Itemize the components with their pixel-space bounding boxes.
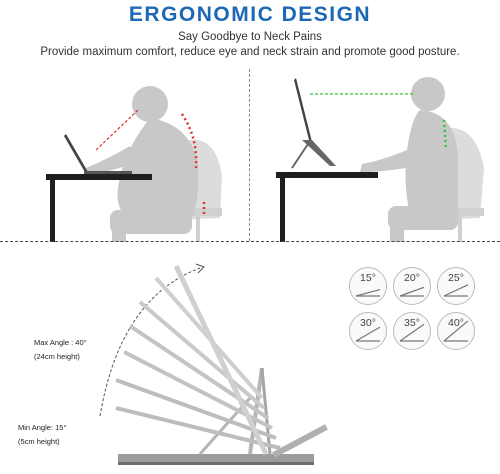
min-height-label: (5cm height) xyxy=(18,437,60,446)
stand-angles-illustration xyxy=(99,263,328,465)
angle-badge-label: 40° xyxy=(448,317,464,329)
angle-badge-25: 25° xyxy=(437,267,475,305)
angle-badge-label: 30° xyxy=(360,317,376,329)
angle-badge-label: 25° xyxy=(448,272,464,284)
angle-badge-15: 15° xyxy=(349,267,387,305)
angle-badge-40: 40° xyxy=(437,312,475,350)
angle-badge-label: 20° xyxy=(404,272,420,284)
section-divider xyxy=(0,241,500,242)
page-title: ERGONOMIC DESIGN xyxy=(128,3,372,26)
good-posture-illustration xyxy=(276,77,484,242)
angle-badge-35: 35° xyxy=(393,312,431,350)
max-angle-label: Max Angle : 40° xyxy=(34,338,87,347)
max-height-label: (24cm height) xyxy=(34,352,80,361)
angle-badge-20: 20° xyxy=(393,267,431,305)
angle-badge-label: 35° xyxy=(404,317,420,329)
subtitle-posture: Provide maximum comfort, reduce eye and … xyxy=(40,46,460,58)
min-angle-label: Min Angle: 15° xyxy=(18,423,67,432)
angle-badge-30: 30° xyxy=(349,312,387,350)
angle-badge-label: 15° xyxy=(360,272,376,284)
bad-posture-illustration xyxy=(46,86,222,242)
scene-divider xyxy=(249,69,250,241)
subtitle-neck-pains: Say Goodbye to Neck Pains xyxy=(178,31,322,43)
